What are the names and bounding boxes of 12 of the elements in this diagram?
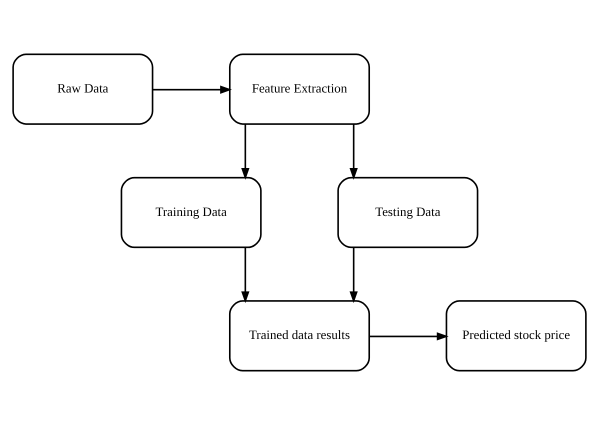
arrow (241, 247, 250, 303)
arrow (241, 124, 250, 180)
arrow (369, 332, 449, 340)
node-box: Feature Extraction (228, 52, 370, 124)
node-box: Training Data (120, 176, 262, 248)
node-box: Raw Data (12, 52, 154, 124)
arrow (350, 247, 358, 303)
node-box: Predicted stock price (446, 300, 587, 372)
arrow (350, 124, 358, 180)
node-box: Trained data results (228, 300, 370, 372)
node-box: Testing Data (337, 176, 478, 248)
arrow (152, 85, 232, 94)
